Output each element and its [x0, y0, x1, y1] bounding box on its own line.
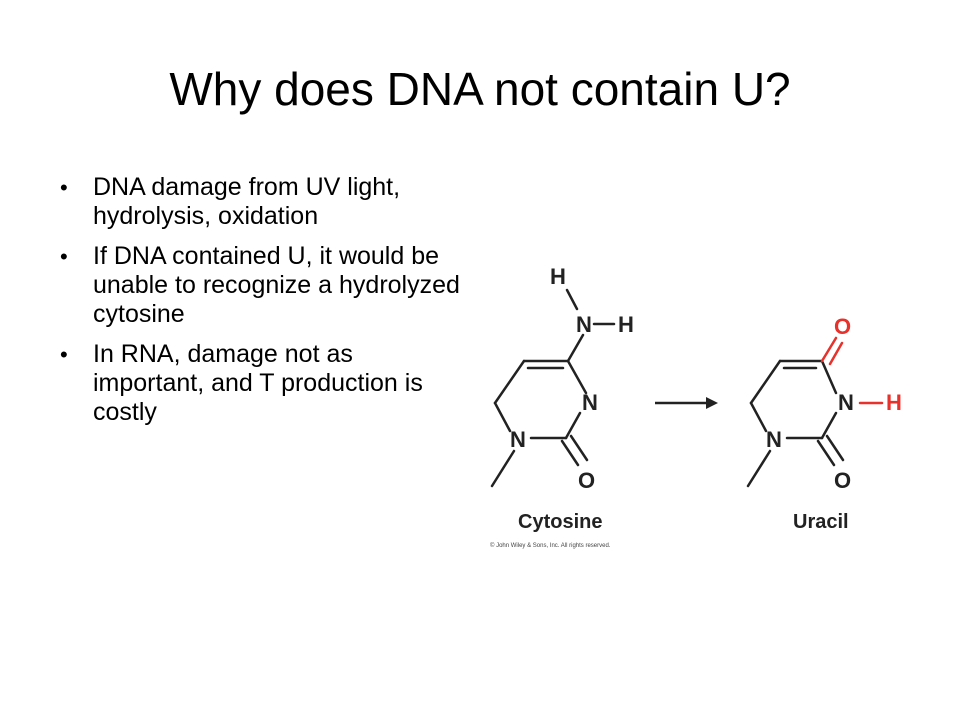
atom-label: O [834, 314, 851, 339]
bond [560, 439, 580, 467]
atom-label: O [834, 468, 851, 493]
uracil-label: Uracil [793, 511, 849, 533]
bullet-dot: • [60, 342, 68, 367]
atom-label: N [766, 427, 782, 452]
bond [566, 333, 585, 363]
cytosine-atoms: H N H N N O [510, 264, 634, 493]
atom-label: O [578, 468, 595, 493]
atom-label: N [838, 390, 854, 415]
atom-label: N [510, 427, 526, 452]
bond [820, 411, 838, 440]
atom-label: H [886, 390, 902, 415]
bullet-dot: • [60, 175, 68, 200]
bond [493, 359, 526, 405]
atom-label: H [550, 264, 566, 289]
uracil-atoms: O N H N O [766, 314, 902, 493]
uracil-changed-bonds [820, 336, 884, 405]
bond [825, 434, 845, 462]
bond [749, 359, 782, 405]
bond [816, 439, 836, 467]
bullet-dot: • [60, 244, 68, 269]
uracil-structure [746, 359, 845, 488]
cytosine-structure [490, 288, 616, 488]
reaction-arrow [655, 397, 718, 409]
page-title: Why does DNA not contain U? [169, 63, 791, 115]
atom-label: N [582, 390, 598, 415]
bullet-text: If DNA contained U, it would be unable t… [93, 242, 460, 328]
bond [566, 359, 588, 395]
bullet-list: • DNA damage from UV light, hydrolysis, … [60, 173, 460, 438]
bullet-text: DNA damage from UV light, hydrolysis, ox… [93, 173, 401, 230]
bullet-item: • If DNA contained U, it would be unable… [60, 242, 460, 329]
atom-label: H [618, 312, 634, 337]
bond [749, 401, 768, 433]
bond [820, 336, 838, 363]
bond [746, 449, 772, 488]
reaction-diagram: H N H N N O Cytosine [490, 264, 902, 549]
copyright-notice: © John Wiley & Sons, Inc. All rights res… [490, 542, 611, 549]
bullet-text: In RNA, damage not as important, and T p… [93, 340, 423, 426]
arrow-head [706, 397, 718, 409]
bond [565, 288, 579, 311]
cytosine-uracil-figure: H N H N N O Cytosine [470, 250, 930, 560]
bond [493, 401, 512, 433]
bond [564, 411, 582, 440]
atom-label: N [576, 312, 592, 337]
bullet-item: • In RNA, damage not as important, and T… [60, 340, 460, 427]
bullet-item: • DNA damage from UV light, hydrolysis, … [60, 173, 460, 231]
cytosine-label: Cytosine [518, 511, 602, 533]
bond [820, 359, 838, 395]
bond [569, 434, 589, 462]
bond [490, 449, 516, 488]
bond [828, 341, 844, 366]
